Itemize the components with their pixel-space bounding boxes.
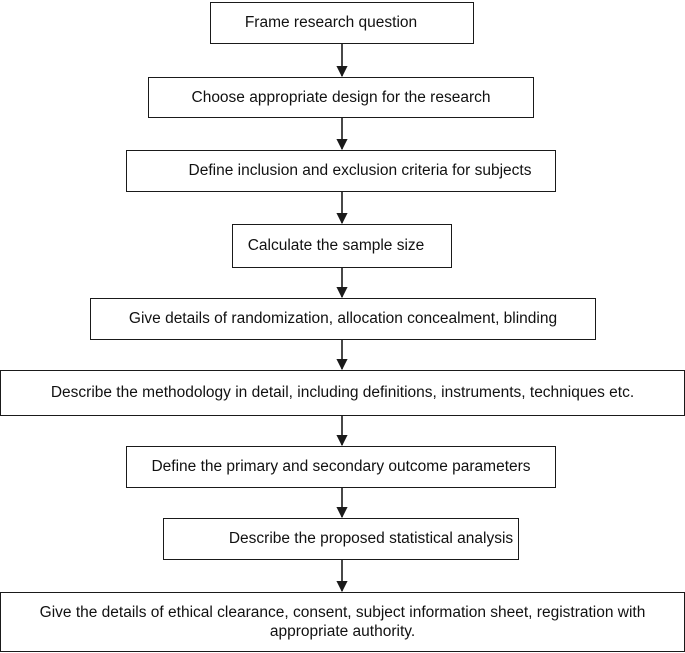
step-statistical-analysis: Describe the proposed statistical analys…: [163, 518, 519, 560]
step-label: Frame research question: [244, 14, 418, 32]
step-label: Choose appropriate design for the resear…: [191, 88, 491, 106]
step-label: Give the details of ethical clearance, c…: [39, 603, 646, 640]
step-define-criteria: Define inclusion and exclusion criteria …: [126, 150, 556, 192]
step-label: Give details of randomization, allocatio…: [128, 310, 558, 328]
step-ethical-clearance: Give the details of ethical clearance, c…: [0, 592, 685, 652]
step-choose-design: Choose appropriate design for the resear…: [148, 77, 534, 118]
step-label: Define the primary and secondary outcome…: [151, 458, 531, 476]
step-outcome-parameters: Define the primary and secondary outcome…: [126, 446, 556, 488]
step-randomization: Give details of randomization, allocatio…: [90, 298, 596, 340]
step-label: Define inclusion and exclusion criteria …: [188, 162, 532, 180]
step-label: Describe the proposed statistical analys…: [228, 530, 514, 548]
step-methodology: Describe the methodology in detail, incl…: [0, 370, 685, 416]
step-label: Describe the methodology in detail, incl…: [50, 384, 635, 402]
step-frame-question: Frame research question: [210, 2, 474, 44]
step-sample-size: Calculate the sample size: [232, 224, 452, 268]
step-label: Calculate the sample size: [247, 237, 425, 255]
